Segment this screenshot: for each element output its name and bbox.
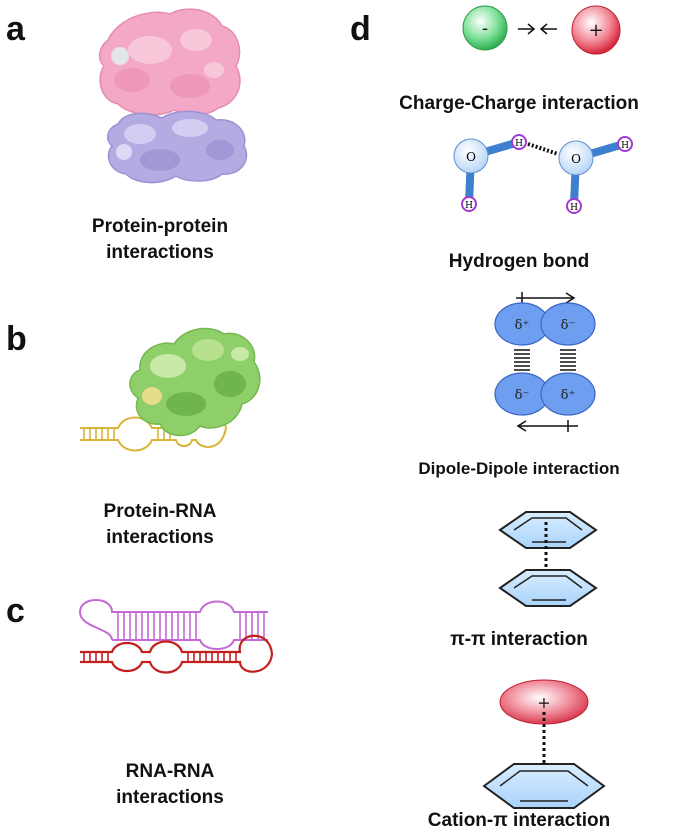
svg-text:H: H [515,139,523,149]
rna-strand-violet [79,599,268,650]
dipole-bottom-arrow-icon [516,420,578,432]
hydrogen-bond-dashes [527,142,559,156]
cation-oval-sign: + [537,693,550,712]
svg-text:O: O [571,152,581,166]
panel-label-a: a [6,10,25,48]
rna-gold-rungs [83,428,171,440]
caption-pi-pi: π-π interaction [450,629,588,650]
caption-cation-pi: Cation-π interaction [427,810,611,831]
svg-text:H: H [621,141,629,151]
benzene-top [498,511,598,549]
caption-hydrogen-bond: Hydrogen bond [448,251,590,272]
svg-text:O: O [466,150,476,164]
svg-text:H: H [570,203,578,213]
panel-label-d: d [350,10,371,48]
dipole-attraction-dashes [514,349,576,371]
protein-green-blob [129,327,261,437]
cation-sign: + [588,20,603,41]
rna-strand-red [80,634,274,674]
benzene-cation-pi [482,763,606,809]
cation-sphere [571,5,621,55]
svg-text:H: H [465,201,473,211]
dipole-bottom: δ⁻ δ⁺ [494,372,596,416]
svg-text:δ⁺: δ⁺ [561,388,576,403]
dipole-top: δ⁺ δ⁻ [494,302,596,346]
rna-strand-gold [80,412,228,452]
panel-label-b: b [6,320,27,358]
anion-sphere [462,5,508,51]
water-molecule-right: O H H [558,136,633,214]
svg-text:δ⁻: δ⁻ [561,318,576,333]
panel-label-c: c [6,592,25,630]
dipole-top-arrow-icon [516,292,576,304]
benzene-bottom [498,569,598,607]
protein-pink-blob [98,8,241,116]
attraction-arrows-icon [518,23,557,35]
protein-purple-blob [107,110,248,184]
caption-charge-charge: Charge-Charge interaction [399,93,639,114]
anion-sign: - [482,18,488,39]
svg-text:δ⁻: δ⁻ [515,388,530,403]
water-molecule-left: O H H [453,134,527,212]
caption-dipole-dipole: Dipole-Dipole interaction [418,459,620,478]
svg-text:δ⁺: δ⁺ [515,318,530,333]
